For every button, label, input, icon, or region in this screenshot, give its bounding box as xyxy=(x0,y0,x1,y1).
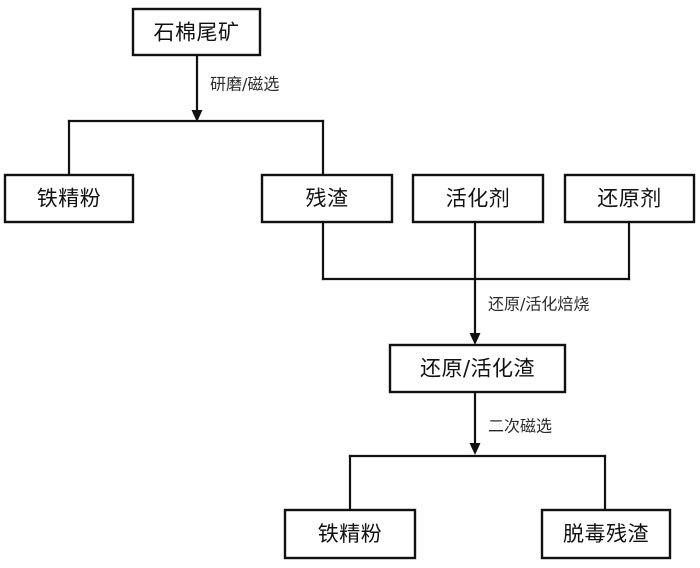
node-activator-box[interactable] xyxy=(411,173,545,224)
node-residue-label: 残渣 xyxy=(306,187,349,211)
node-activator-label: 活化剂 xyxy=(446,187,511,211)
node-iron-concentrate-final-box[interactable] xyxy=(283,508,417,560)
arrowhead-grinding xyxy=(191,110,203,122)
edge-label-grinding-magnetic-separation: 研磨/磁选 xyxy=(210,75,279,94)
node-detoxified-residue[interactable]: 脱毒残渣 xyxy=(540,508,672,560)
node-residue[interactable]: 残渣 xyxy=(260,173,394,224)
node-asbestos-tailings[interactable]: 石棉尾矿 xyxy=(131,7,262,57)
node-detoxified-residue-label: 脱毒残渣 xyxy=(563,522,649,546)
node-asbestos-tailings-box[interactable] xyxy=(131,7,262,57)
node-residue-box[interactable] xyxy=(260,173,394,224)
node-reductant[interactable]: 还原剂 xyxy=(563,173,696,224)
node-layer: 石棉尾矿 铁精粉 残渣 活化剂 还原剂 还原/活化渣 xyxy=(3,7,696,560)
node-iron-concentrate-final[interactable]: 铁精粉 xyxy=(283,508,417,560)
edge-label-secondary-magnetic-separation: 二次磁选 xyxy=(488,417,552,436)
node-iron-concentrate-primary-box[interactable] xyxy=(3,173,135,224)
node-iron-concentrate-final-label: 铁精粉 xyxy=(318,522,383,546)
node-reduction-activation-slag-box[interactable] xyxy=(388,343,567,394)
node-reductant-label: 还原剂 xyxy=(597,187,662,211)
node-iron-concentrate-primary-label: 铁精粉 xyxy=(37,187,102,211)
connector-layer xyxy=(67,53,631,512)
node-activator[interactable]: 活化剂 xyxy=(411,173,545,224)
node-reductant-box[interactable] xyxy=(563,173,696,224)
node-detoxified-residue-box[interactable] xyxy=(540,508,672,560)
node-reduction-activation-slag[interactable]: 还原/活化渣 xyxy=(388,343,567,394)
node-reduction-activation-slag-label: 还原/活化渣 xyxy=(420,357,535,381)
arrowhead-second-magnetic xyxy=(469,443,481,455)
arrowhead-roasting xyxy=(469,333,481,345)
edge-label-layer: 研磨/磁选 还原/活化焙烧 二次磁选 xyxy=(210,75,589,436)
node-asbestos-tailings-label: 石棉尾矿 xyxy=(154,21,240,45)
edge-label-reduction-activation-roasting: 还原/活化焙烧 xyxy=(488,295,589,314)
node-iron-concentrate-primary[interactable]: 铁精粉 xyxy=(3,173,135,224)
